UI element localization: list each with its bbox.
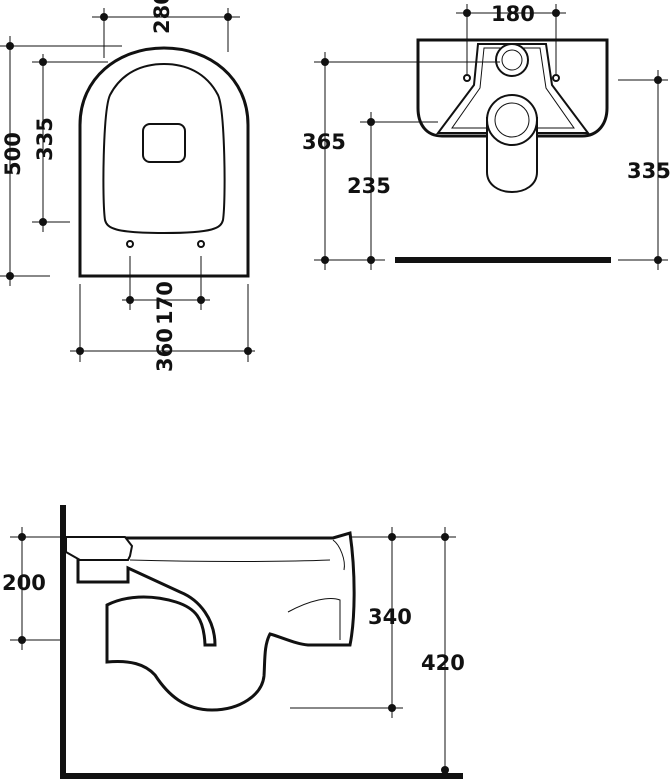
side-view-inner-trap <box>287 598 341 640</box>
rear-view-bolt-hole-left <box>463 74 471 82</box>
rear-view: 180 365 235 335 <box>302 2 670 270</box>
side-view-wall-floor <box>60 505 463 779</box>
rear-view-inlet <box>495 43 529 77</box>
dim-top-depth-335: 335 <box>33 117 57 161</box>
top-view-bolt-hole-left <box>126 240 134 248</box>
dim-top-width-280: 280 <box>150 0 174 34</box>
rear-view-outlet <box>486 94 538 146</box>
dim-rear-bolt-spacing-180: 180 <box>491 2 535 26</box>
rear-view-bolt-hole-right <box>552 74 560 82</box>
rear-view-trap-shape <box>436 43 590 134</box>
dim-rear-height-365: 365 <box>302 130 346 154</box>
side-view-bowl-outline <box>64 531 356 712</box>
side-view: 200 340 420 <box>2 505 465 779</box>
side-view-rim-line <box>129 559 331 562</box>
top-view-bolt-hole-right <box>197 240 205 248</box>
dim-top-depth-500: 500 <box>1 132 25 176</box>
dim-top-bolt-spacing-170: 170 <box>153 281 177 325</box>
top-view-seat-hinge <box>142 123 186 163</box>
dim-rear-height-235: 235 <box>347 174 391 198</box>
dim-side-height-420: 420 <box>421 651 465 675</box>
top-view: 280 500 335 170 360 <box>0 0 255 372</box>
side-view-seat <box>65 536 134 561</box>
dim-top-width-360: 360 <box>153 328 177 372</box>
dim-side-height-200: 200 <box>2 571 46 595</box>
rear-view-trap-inner <box>451 47 575 129</box>
dim-side-height-340: 340 <box>368 605 412 629</box>
side-view-rim-jet <box>332 539 345 571</box>
dim-rear-height-335: 335 <box>627 159 670 183</box>
